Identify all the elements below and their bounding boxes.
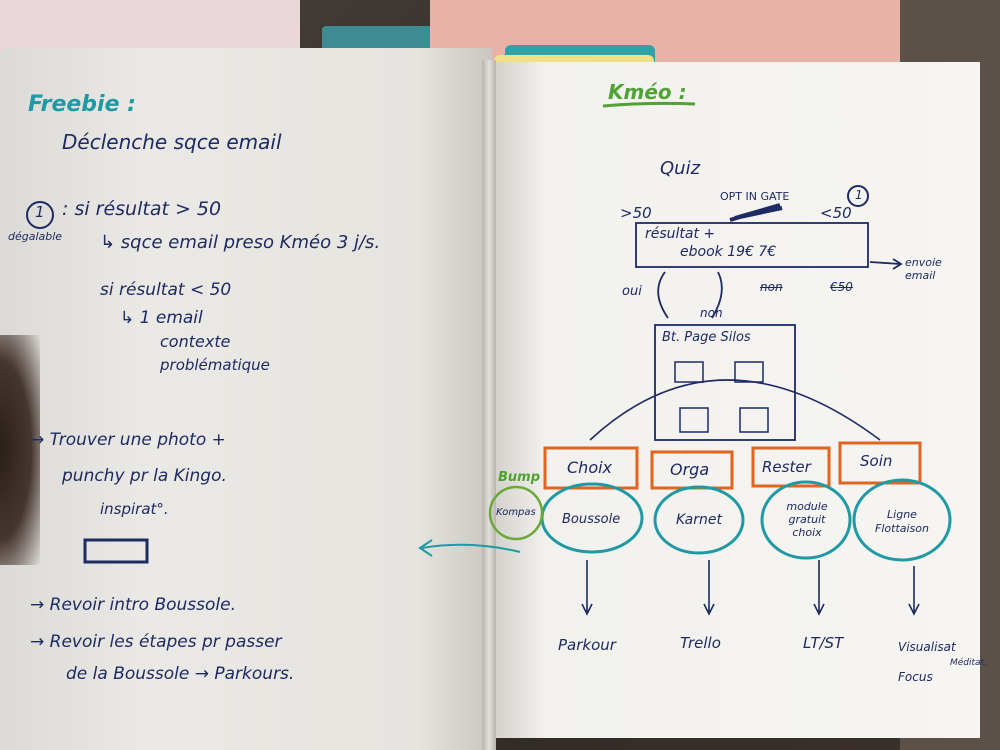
- left-line-8: → Trouver une photo +: [30, 430, 226, 450]
- product-circle-karnet: [653, 485, 745, 555]
- side-note: dégalable: [8, 230, 63, 243]
- category-rester: Rester: [762, 458, 811, 476]
- quiz-label: Quiz: [660, 158, 701, 179]
- outcome-note: Méditat.: [950, 658, 987, 668]
- oui-label: oui: [622, 284, 642, 299]
- left-line-4: si résultat < 50: [100, 280, 232, 300]
- left-line-13: de la Boussole → Parkours.: [66, 664, 295, 684]
- outcome-ltst: LT/ST: [803, 634, 844, 652]
- arrow-oui: [657, 271, 669, 319]
- left-line-11: → Revoir intro Boussole.: [30, 595, 236, 615]
- arrow-non: [711, 271, 723, 319]
- left-line-5: ↳ 1 email: [120, 308, 203, 328]
- category-choix: Choix: [567, 458, 613, 477]
- left-line-1: Déclenche sqce email: [62, 130, 282, 154]
- product-ligne: Ligne Flottaison: [875, 508, 929, 535]
- left-line-6: contexte: [160, 332, 231, 351]
- connector-arc: [589, 379, 881, 441]
- bump-label: Bump: [498, 470, 541, 485]
- left-line-7: problématique: [160, 356, 270, 374]
- outcome-visualisat: Visualisat Focus: [898, 640, 956, 684]
- arrow-send-email: [869, 258, 903, 270]
- non-label-2: non: [760, 280, 783, 294]
- category-orga: Orga: [670, 460, 710, 479]
- scribble-mark: [729, 203, 783, 222]
- non-label: non: [700, 306, 723, 320]
- lt50-label: <50: [820, 204, 852, 222]
- opt-in-label: OPT IN GATE: [720, 190, 790, 203]
- result-label: résultat +: [645, 226, 716, 242]
- product-module: module gratuit choix: [786, 500, 828, 539]
- left-line-12: → Revoir les étapes pr passer: [30, 632, 282, 652]
- marker-number: 1: [35, 203, 45, 221]
- kmeo-underline: [602, 101, 696, 108]
- product-circle-module: [760, 480, 852, 560]
- kompass-label: Kompas: [496, 507, 536, 518]
- gt50-label: >50: [620, 204, 652, 222]
- page-silos-label: Bt. Page Silos: [662, 330, 751, 345]
- pink-paper: [0, 0, 300, 55]
- category-soin: Soin: [860, 452, 893, 470]
- bump-circle: [488, 485, 544, 541]
- result-box: [635, 222, 869, 268]
- hand-shadow: [0, 335, 40, 565]
- right-heading: Kméo :: [608, 80, 687, 104]
- product-karnet: Karnet: [676, 512, 722, 528]
- category-box-choix: [543, 446, 639, 490]
- left-page: [0, 48, 492, 750]
- left-line-10: inspirat°.: [100, 500, 169, 518]
- circled-one-icon: [26, 201, 54, 229]
- left-heading: Freebie :: [28, 92, 136, 117]
- product-boussole: Boussole: [562, 512, 621, 527]
- small-rectangle: [83, 538, 149, 564]
- teal-back-arrow: [418, 539, 521, 557]
- category-box-rester: [751, 446, 831, 488]
- right-page: [486, 62, 980, 738]
- product-circle-ligne: [852, 478, 952, 562]
- notebook-spine: [482, 60, 496, 750]
- price-crossed: €50: [830, 280, 853, 294]
- left-line-9: punchy pr la Kingo.: [62, 466, 227, 486]
- outcome-trello: Trello: [680, 634, 721, 652]
- opt-in-number: 1: [855, 188, 863, 202]
- left-line-2: : si résultat > 50: [62, 198, 222, 220]
- ebook-label: ebook 19€ 7€: [680, 244, 777, 260]
- opt-in-circle-icon: [847, 185, 869, 207]
- left-line-3: ↳ sqce email preso Kméo 3 j/s.: [100, 232, 381, 253]
- outcome-parkour: Parkour: [558, 636, 616, 654]
- send-email-label: envoie email: [905, 256, 942, 282]
- page-silos-box: [654, 324, 796, 441]
